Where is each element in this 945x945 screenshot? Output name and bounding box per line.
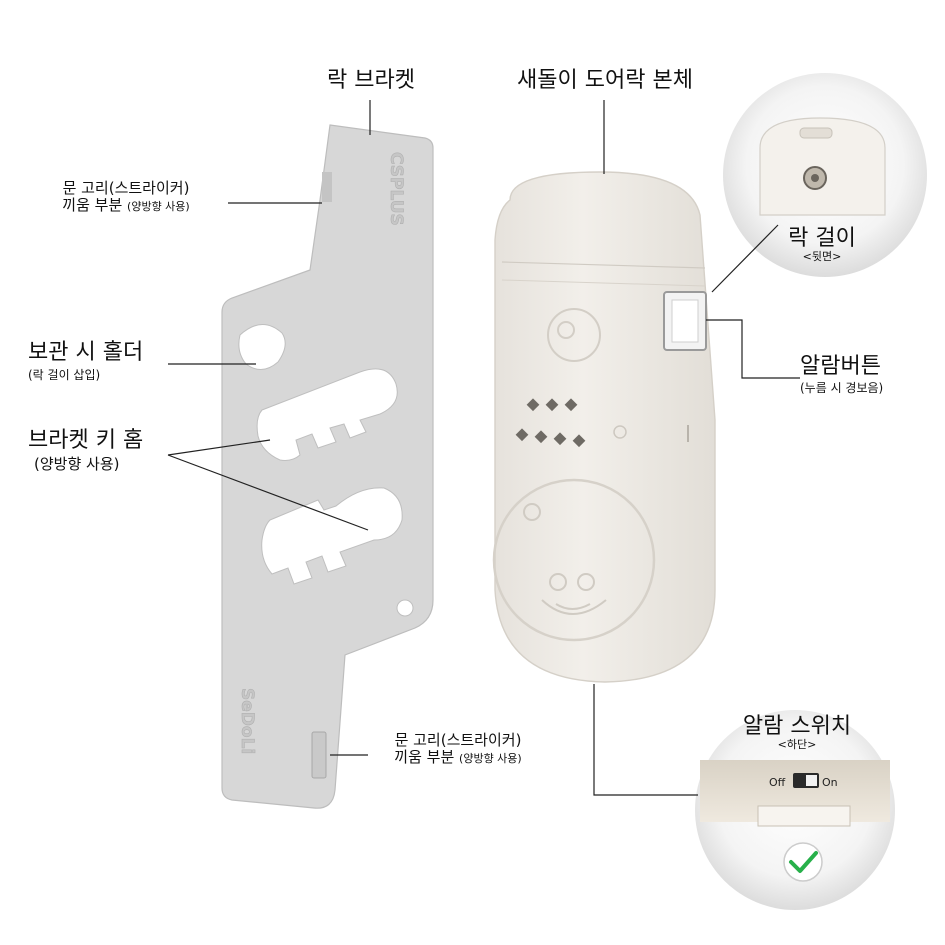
key-slot-lower (261, 487, 403, 585)
switch-on-label: On (822, 776, 838, 789)
label-alarm-button-title: 알람버튼 (800, 354, 881, 379)
label-lock-bracket: 락 브라켓 (327, 68, 415, 93)
label-strike-top-line1: 문 고리(스트라이커) (62, 179, 190, 197)
label-strike-top: 문 고리(스트라이커) 끼움 부분 (양방향 사용) (36, 179, 216, 215)
label-lock-body: 새돌이 도어락 본체 (517, 68, 693, 93)
leader-lines (167, 100, 800, 796)
label-strike-bottom: 문 고리(스트라이커) 끼움 부분 (양방향 사용) (366, 731, 550, 767)
body-shell (494, 171, 716, 683)
label-alarm-switch-title: 알람 스위치 (742, 714, 852, 739)
label-lock-hook-title: 락 걸이 (788, 226, 856, 251)
bracket-plate (221, 124, 434, 809)
alarm-switch-bubble: Off On (695, 710, 895, 910)
label-strike-bottom-line2: 끼움 부분 (양방향 사용) (366, 749, 550, 766)
label-strike-top-note: (양방향 사용) (127, 200, 190, 214)
label-alarm-button: 알람버튼 (누름 시 경보음) (800, 354, 883, 396)
holder-hole (238, 324, 286, 370)
label-strike-top-line2-main: 끼움 부분 (62, 196, 123, 215)
label-alarm-switch: 알람 스위치 <하단> (722, 714, 872, 752)
body-top-circle-inner (557, 321, 575, 339)
bracket-engraving-bottom: SeDoLi (237, 688, 257, 754)
label-holder-note: (락 걸이 삽입) (28, 368, 101, 383)
lock-bracket: CSPLUS SeDoLi (221, 124, 434, 809)
strike-tab-bottom (311, 731, 327, 779)
body-small-mark (613, 425, 627, 439)
label-holder-title: 보관 시 홀더 (28, 340, 144, 365)
label-key-slot-title: 브라켓 키 홈 (28, 428, 144, 453)
bracket-small-hole (396, 599, 414, 617)
label-key-slot-note: (양방향 사용) (34, 455, 120, 474)
key-slot-upper (256, 368, 398, 461)
frog-emblem (541, 573, 607, 615)
alarm-switch-knob (806, 775, 817, 786)
label-strike-bottom-note: (양방향 사용) (459, 752, 522, 766)
body-top-circle (547, 308, 601, 362)
label-lock-hook: 락 걸이 <뒷면> (772, 226, 872, 264)
body-seam-2 (501, 279, 706, 287)
lock-body (492, 171, 716, 683)
body-bottom-circle (492, 478, 656, 642)
label-holder: 보관 시 홀더 (락 걸이 삽입) (28, 340, 143, 383)
body-seam-1 (501, 261, 706, 269)
lock-hook-bubble (723, 73, 927, 277)
check-icon (783, 842, 823, 882)
strike-tab-top (322, 172, 332, 202)
label-key-slot: 브라켓 키 홈 (양방향 사용) (28, 428, 143, 474)
switch-off-label: Off (769, 776, 786, 789)
bracket-engraving-top: CSPLUS (386, 152, 406, 226)
label-strike-bottom-line1: 문 고리(스트라이커) (394, 731, 522, 749)
label-alarm-switch-note: <하단> (777, 738, 817, 752)
label-lock-hook-note: <뒷면> (802, 250, 842, 264)
label-strike-bottom-line2-main: 끼움 부분 (394, 748, 455, 767)
body-bubble (523, 503, 541, 521)
label-alarm-button-note: (누름 시 경보음) (800, 381, 884, 396)
label-strike-top-line2: 끼움 부분 (양방향 사용) (36, 197, 216, 214)
